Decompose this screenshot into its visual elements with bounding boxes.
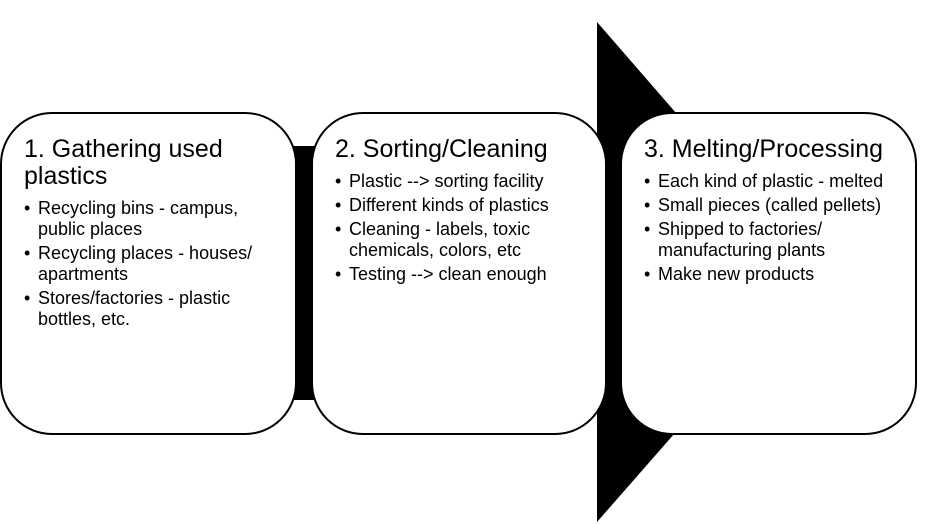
- list-item: Each kind of plastic - melted: [644, 171, 905, 192]
- step-3-box: 3. Melting/Processing Each kind of plast…: [620, 112, 917, 435]
- step-1-box: 1. Gathering used plastics Recycling bin…: [0, 112, 297, 435]
- step-2-title: 2. Sorting/Cleaning: [335, 135, 548, 163]
- list-item: Small pieces (called pellets): [644, 195, 905, 216]
- list-item: Testing --> clean enough: [335, 264, 595, 285]
- list-item: Cleaning - labels, toxic chemicals, colo…: [335, 219, 595, 261]
- step-1-title: 1. Gathering used plastics: [24, 135, 223, 190]
- list-item: Recycling places - houses/ apartments: [24, 243, 285, 285]
- list-item: Make new products: [644, 264, 905, 285]
- list-item: Plastic --> sorting facility: [335, 171, 595, 192]
- list-item: Recycling bins - campus, public places: [24, 198, 285, 240]
- step-2-box: 2. Sorting/Cleaning Plastic --> sorting …: [311, 112, 607, 435]
- step-3-title: 3. Melting/Processing: [644, 135, 884, 163]
- list-item: Shipped to factories/ manufacturing plan…: [644, 219, 905, 261]
- step-2-bullets: Plastic --> sorting facility Different k…: [335, 171, 595, 285]
- step-1-bullets: Recycling bins - campus, public places R…: [24, 198, 285, 330]
- list-item: Stores/factories - plastic bottles, etc.: [24, 288, 285, 330]
- list-item: Different kinds of plastics: [335, 195, 595, 216]
- step-3-bullets: Each kind of plastic - melted Small piec…: [644, 171, 905, 285]
